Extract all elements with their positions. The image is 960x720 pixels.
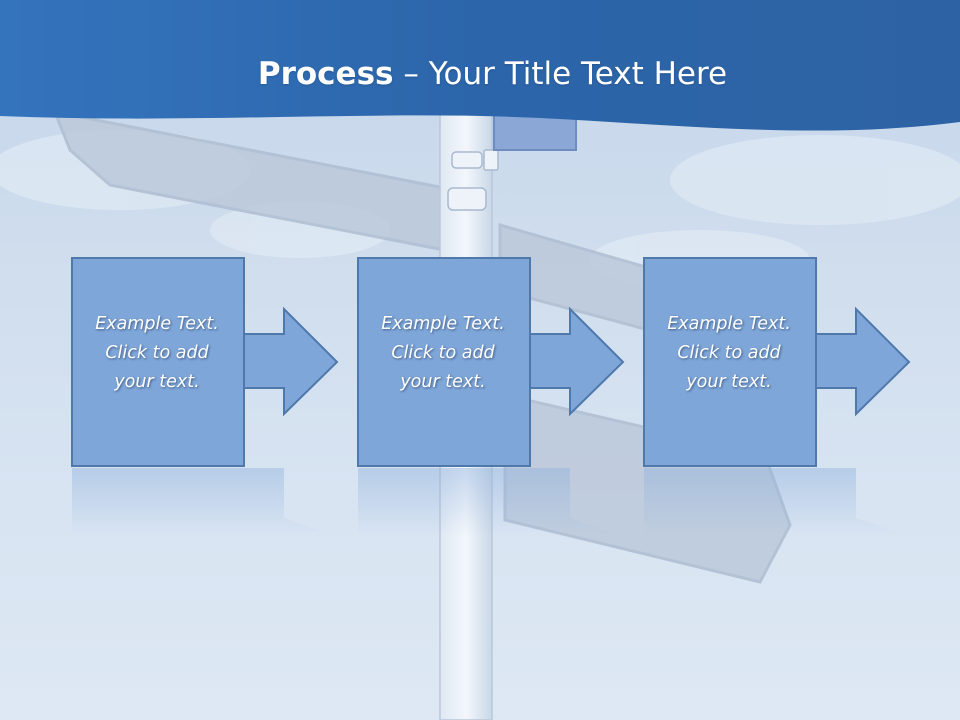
pole-clamps (447, 149, 499, 211)
arrow-right-icon (529, 306, 625, 417)
slide-title[interactable]: Process – Your Title Text Here (0, 52, 960, 96)
arrow-right-icon (815, 306, 911, 417)
title-bold: Process (257, 56, 394, 92)
process-step-3[interactable]: Example Text. Click to add your text. (642, 256, 912, 536)
step-2-box-arrow (357, 257, 531, 467)
step-1-reflection (72, 468, 338, 536)
step-2-text[interactable]: Example Text. Click to add your text. (381, 314, 505, 392)
step-3-shape (643, 257, 911, 536)
step-3-box-arrow (643, 257, 817, 467)
step-1-text[interactable]: Example Text. Click to add your text. (95, 314, 219, 392)
step-3-text[interactable]: Example Text. Click to add your text. (667, 314, 791, 392)
process-step-1[interactable]: Example Text. Click to add your text. (70, 256, 340, 536)
process-step-2[interactable]: Example Text. Click to add your text. (356, 256, 626, 536)
step-1-box-arrow (71, 257, 245, 467)
arrow-right-icon (243, 306, 339, 417)
title-rest: – Your Title Text Here (393, 56, 728, 92)
step-2-reflection (358, 468, 624, 536)
header-band (0, 0, 960, 131)
step-2-shape (357, 257, 625, 536)
step-3-reflection (644, 468, 910, 536)
step-1-shape (71, 257, 339, 536)
